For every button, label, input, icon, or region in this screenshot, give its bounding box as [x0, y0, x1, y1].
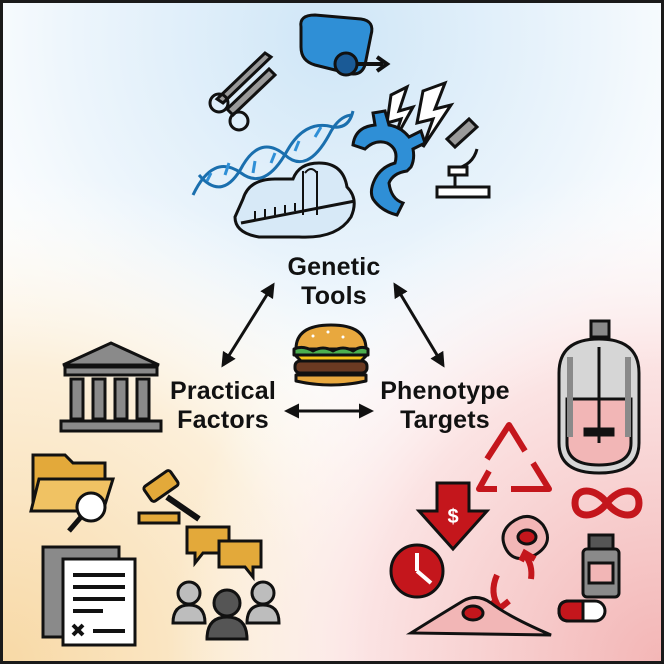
gear-icon: [351, 109, 427, 217]
node-practical-line1: Practical: [169, 377, 277, 405]
microscope-icon: [435, 116, 491, 199]
infinity-icon: [571, 487, 643, 519]
protein-promoter-icon: [299, 13, 391, 77]
institution-icon: [59, 341, 163, 433]
clock-icon: [389, 543, 445, 599]
node-genetic-line2: Tools: [301, 282, 367, 310]
burger-icon: [292, 323, 370, 387]
cost-down-icon: $: [415, 481, 491, 552]
relationship-arrows: [221, 282, 445, 419]
cycle-arrows-icon: [488, 548, 537, 614]
node-phenotype-targets: Phenotype Targets: [365, 377, 525, 435]
node-genetic-tools: Genetic Tools: [259, 253, 409, 311]
ribosome-rna-icon: [233, 161, 356, 239]
dna-helix-icon: [191, 110, 355, 196]
gavel-icon: [137, 469, 201, 525]
pill-icon: [557, 599, 607, 623]
spreading-cell-icon: [405, 596, 552, 637]
medicine-bottle-icon: [581, 533, 621, 599]
scissors-icon: [208, 51, 278, 132]
documents-icon: [41, 545, 137, 647]
node-practical-factors: Practical Factors: [153, 377, 293, 435]
recycle-icon: [476, 422, 552, 492]
node-practical-line2: Factors: [177, 406, 269, 434]
node-phenotype-line1: Phenotype: [380, 377, 510, 405]
discussion-icon: [171, 525, 281, 641]
arrow-genetic-practical: [221, 282, 275, 368]
node-phenotype-line2: Targets: [400, 406, 490, 434]
arrow-genetic-phenotype: [393, 282, 445, 368]
folder-search-icon: [29, 453, 116, 533]
cell-icon: [501, 515, 549, 561]
node-genetic-line1: Genetic: [287, 253, 381, 281]
bioreactor-icon: [557, 319, 641, 475]
diagram-art: $: [29, 13, 643, 647]
svg-text:$: $: [447, 506, 458, 528]
